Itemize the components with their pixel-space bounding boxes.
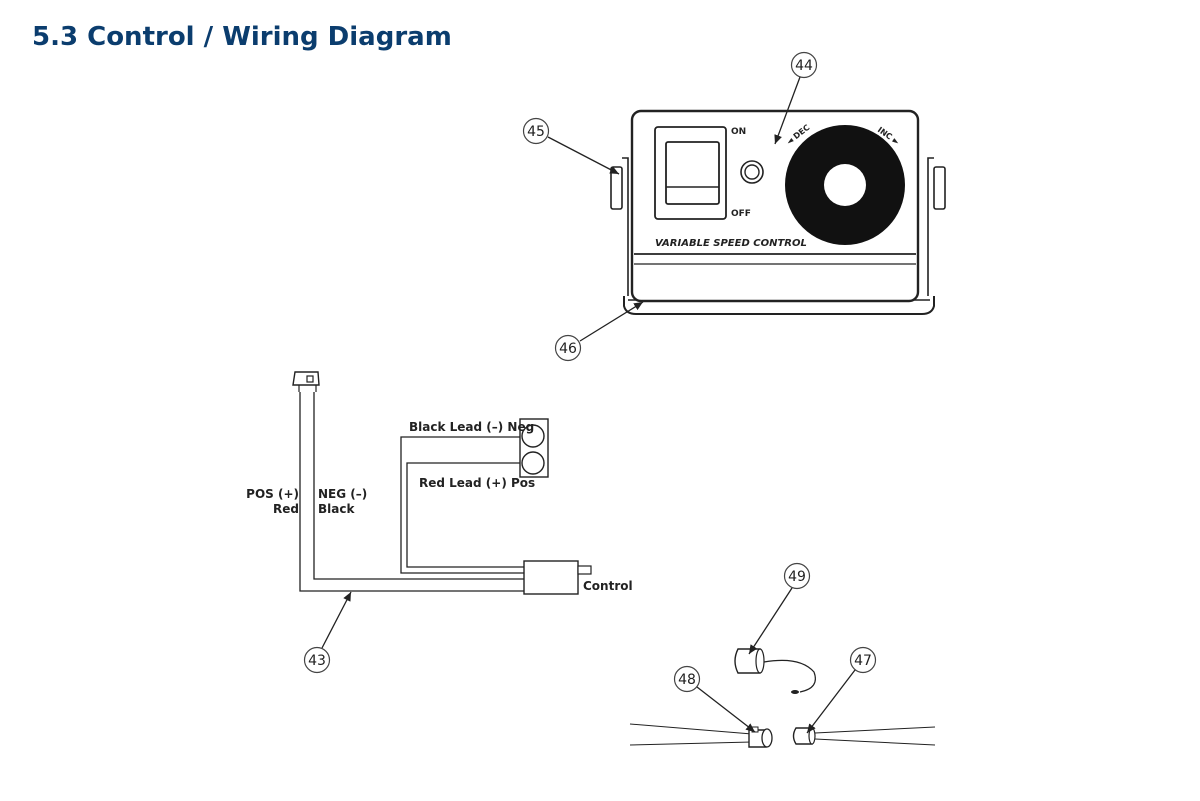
- panel-label: VARIABLE SPEED CONTROL: [655, 238, 807, 249]
- variable-speed-control-unit: ON OFF ◄ DEC INC ► VARIABLE SPEED CONTRO…: [610, 109, 946, 315]
- right-mounting-tab: [933, 166, 946, 210]
- neg-wire-color: Black: [318, 502, 355, 516]
- callout-48-number: 48: [678, 672, 696, 688]
- red-lead-label: Red Lead (+) Pos: [419, 476, 535, 490]
- callout-46: 46: [554, 301, 644, 362]
- pos-wire-label: POS (+): [246, 487, 299, 501]
- control-label: Control: [583, 579, 633, 593]
- callout-47-number: 47: [854, 653, 872, 669]
- callout-43: 43: [303, 591, 352, 674]
- callout-47: 47: [806, 646, 877, 734]
- callout-49-number: 49: [788, 569, 806, 585]
- switch-on-label: ON: [731, 127, 746, 137]
- harness-plug: [292, 371, 320, 386]
- speed-dial-hub: [824, 164, 866, 206]
- callout-45: 45: [522, 117, 620, 175]
- wiring-harness: Black Lead (–) Neg Red Lead (+) Pos POS …: [246, 371, 633, 595]
- page-title: 5.3 Control / Wiring Diagram: [32, 22, 452, 52]
- on-off-rocker: [665, 141, 720, 205]
- neg-terminal: [521, 424, 545, 448]
- pos-wire-color: Red: [273, 502, 299, 516]
- black-lead-label: Black Lead (–) Neg: [409, 420, 534, 434]
- pos-terminal: [521, 451, 545, 475]
- callout-45-number: 45: [527, 124, 545, 140]
- callout-48: 48: [673, 665, 756, 733]
- neg-wire-label: NEG (–): [318, 487, 367, 501]
- callout-49: 49: [748, 562, 811, 655]
- callout-43-number: 43: [308, 653, 326, 669]
- callout-44: 44: [774, 51, 818, 145]
- callout-46-number: 46: [559, 341, 577, 357]
- switch-off-label: OFF: [731, 209, 751, 219]
- control-module: [523, 560, 579, 595]
- callout-44-number: 44: [795, 58, 813, 74]
- connector-detail: [629, 648, 936, 748]
